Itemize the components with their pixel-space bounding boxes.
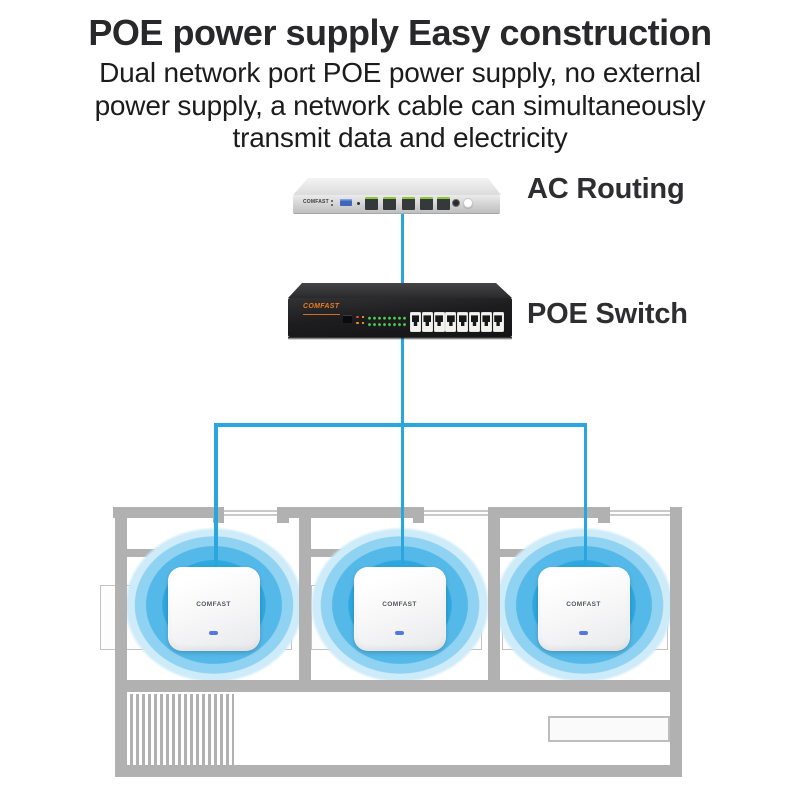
poe-switch-device: COMFAST: [286, 283, 516, 345]
switch-poe-port: [410, 312, 421, 332]
switch-poe-port: [433, 312, 445, 332]
ceiling-hanger-tab: [277, 507, 289, 523]
ceiling-top-bar: [113, 507, 224, 518]
router-lan-port: [402, 197, 415, 210]
switch-led-orange: [356, 321, 359, 325]
ceiling-post: [670, 507, 682, 777]
router-usb-port: [339, 199, 352, 206]
ceiling-hanger-tab: [598, 507, 610, 523]
switch-brand: COMFAST: [303, 303, 340, 310]
ap-status-led: [395, 631, 404, 635]
switch-poe-port: [492, 312, 504, 332]
ceiling-ap-device: COMFAST: [353, 567, 446, 651]
ap-brand: COMFAST: [566, 601, 601, 608]
switch-label: POE Switch: [527, 298, 688, 330]
ap-shell: [353, 567, 446, 651]
ethernet-cable-trunk: [400, 213, 405, 570]
router-power-button: [462, 197, 473, 208]
router-top-panel: [293, 178, 501, 195]
ceiling-hanger-tab: [413, 507, 424, 523]
ap-brand: COMFAST: [382, 601, 417, 608]
router-lan-port: [365, 197, 378, 210]
ap-shell: [537, 567, 630, 651]
switch-power-led-block: [343, 315, 352, 323]
ethernet-cable-branch-right: [583, 423, 588, 570]
switch-poe-port: [421, 312, 433, 332]
ap-brand: COMFAST: [196, 601, 231, 608]
router-brand: COMFAST: [303, 198, 329, 205]
ceiling-post: [488, 510, 500, 684]
ap-status-led: [579, 631, 588, 635]
switch-led-yellow: [361, 315, 365, 319]
ceiling-rail: [224, 509, 277, 512]
ceiling-post: [115, 510, 127, 777]
switch-poe-port: [445, 312, 457, 332]
ceiling-bottom-bar: [115, 680, 682, 692]
ap-shell: [167, 567, 260, 651]
switch-brand-subline: [303, 313, 340, 315]
ap-status-led: [209, 631, 218, 635]
router-label: AC Routing: [527, 173, 685, 205]
ceiling-ap-device: COMFAST: [537, 567, 630, 651]
switch-led-red: [356, 315, 359, 319]
switch-led-panel: [367, 314, 408, 328]
ceiling-post: [299, 510, 311, 684]
router-status-led: [331, 203, 334, 206]
router-lan-port: [383, 197, 396, 210]
switch-top-panel: [288, 283, 512, 298]
ceiling-hanger-tab: [213, 507, 224, 523]
switch-base-shadow: [288, 337, 512, 340]
ceiling-top-bar: [277, 507, 424, 518]
ceiling-rail: [424, 514, 488, 516]
ceiling-rail: [224, 514, 277, 516]
ceiling-ap-device: COMFAST: [167, 567, 260, 651]
router-lan-port: [420, 197, 433, 210]
router-power-port: [451, 199, 460, 207]
wall-shelf: [548, 716, 670, 742]
switch-poe-port: [480, 312, 492, 332]
radiator-grille: [130, 694, 234, 765]
router-lan-port: [437, 197, 450, 210]
router-status-led: [331, 199, 334, 202]
ethernet-cable-branch-left: [214, 423, 218, 570]
switch-poe-port: [457, 312, 469, 332]
ceiling-rail: [610, 509, 670, 512]
ethernet-cable-horizontal: [214, 423, 588, 427]
page-subtitle: Dual network port POE power supply, no e…: [94, 57, 706, 153]
ceiling-top-bar: [488, 507, 610, 518]
floor-bar: [115, 765, 682, 777]
switch-poe-port: [469, 312, 480, 332]
ceiling-rail: [424, 509, 488, 512]
ceiling-rail: [610, 514, 670, 516]
router-reset-pinhole: [356, 201, 360, 205]
switch-led-yellow: [361, 321, 365, 325]
ac-router-device: COMFAST: [290, 178, 504, 218]
page-title: POE power supply Easy construction: [88, 12, 712, 53]
